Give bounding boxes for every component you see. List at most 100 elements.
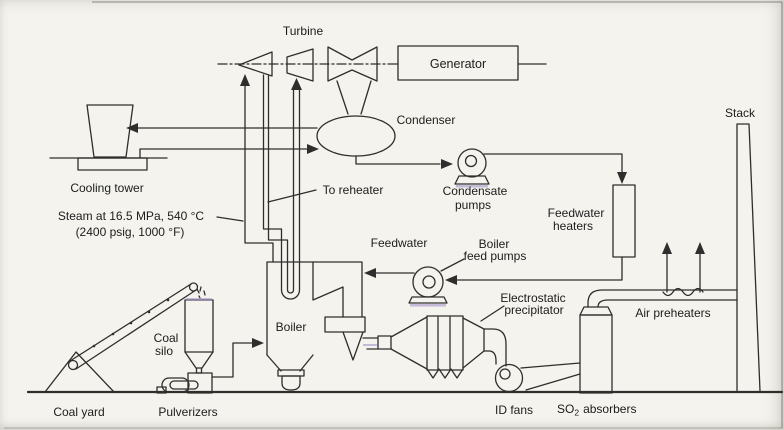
condenser-neck-right [360, 80, 372, 115]
generator [397, 45, 519, 81]
reheater-pointer-line [267, 189, 317, 203]
boiler-feed-pumps-label-2: feed pumps [464, 249, 527, 263]
bfp-eye [422, 275, 436, 289]
stack-label: Stack [725, 106, 756, 120]
scan-artifact-silo [186, 298, 212, 301]
feedwater-heaters-label-1: Feedwater [548, 206, 605, 220]
condenser-shell [316, 115, 396, 157]
cooling-tower-label: Cooling tower [70, 181, 143, 195]
heater-to-bfp-line [456, 256, 623, 281]
condensate-line [355, 155, 441, 165]
fan-hub [499, 368, 511, 380]
hp-turbine-shape [238, 51, 273, 77]
boiler-gas-outlet [362, 337, 379, 350]
steam-conditions-line2: (2400 psig, 1000 °F) [76, 225, 185, 239]
precipitator-outlet-cone [462, 317, 485, 369]
condenser-label: Condenser [397, 113, 456, 127]
boiler-ash-funnel [342, 331, 364, 361]
electrostatic-label-2: precipitator [504, 303, 563, 317]
coal-silo-funnel [184, 351, 214, 369]
steam-pipes [240, 74, 302, 300]
scan-border [4, 1, 783, 429]
feedwater-heater-vessel [612, 184, 636, 258]
stack [736, 123, 761, 392]
steam-pointer-line [216, 216, 244, 222]
boiler-label: Boiler [276, 320, 307, 334]
furnace-hopper [266, 354, 314, 372]
condensate-pump-eye [464, 154, 478, 168]
pulverizers-label: Pulverizers [158, 405, 217, 419]
boiler-outline [266, 261, 363, 356]
lp-turbine-shape [327, 46, 378, 82]
air-preheaters-label: Air preheaters [635, 306, 710, 320]
condenser-neck-left [336, 80, 349, 115]
turbine-assembly [238, 46, 378, 82]
to-reheater-label: To reheater [323, 183, 384, 197]
electrostatic-label-1: Electrostatic [500, 291, 565, 305]
air-intake-pipes [666, 246, 701, 293]
hot-reheat-arrow [291, 78, 302, 90]
generator-label: Generator [430, 57, 486, 71]
condensate-pump-base [454, 175, 490, 185]
cooling-tower [49, 104, 319, 171]
labels: Turbine Generator Condenser Cooling towe… [53, 24, 756, 419]
cooling-tower-shell [86, 104, 134, 158]
coal-feed-arrow [252, 338, 264, 348]
precipitator [390, 315, 485, 379]
scan-artifact-pump1 [456, 185, 488, 188]
condensate-pump [355, 148, 627, 188]
coal-handling [44, 282, 264, 394]
fan-to-absorber-duct [520, 362, 581, 391]
scan-artifact-outlet [363, 344, 377, 346]
precipitator-plates [437, 316, 451, 370]
precipitator-hoppers [426, 368, 464, 379]
condensate-pump-body [457, 148, 487, 178]
reheat-pipe-inner [267, 74, 295, 294]
flue-duct-outer [587, 289, 738, 308]
main-steam-pipe [244, 83, 274, 263]
absorber-cap [579, 306, 613, 316]
coal-silo-label-1: Coal [154, 331, 179, 345]
precipitator-pointer-line [480, 305, 505, 322]
turbine-label: Turbine [283, 24, 324, 38]
economizer-inlet-arrow [364, 268, 376, 278]
stack-shape [736, 123, 761, 392]
boiler [266, 261, 392, 391]
heater-inlet-arrow [617, 172, 627, 184]
coal-pile [44, 351, 115, 393]
ash-cup [281, 375, 301, 391]
precipitator-inlet-box [377, 335, 392, 350]
id-fans-label: ID fans [495, 403, 533, 417]
pulverizer-mill [161, 377, 190, 393]
absorber-vessel [579, 314, 613, 394]
air-intake-squiggle [662, 287, 704, 297]
id-fan [483, 328, 581, 393]
scan-artifact-pump2 [410, 304, 446, 307]
steam-conditions-line1: Steam at 16.5 MPa, 540 °C [58, 209, 205, 223]
boiler-feed-pumps-label-1: Boiler [479, 237, 510, 251]
so2-absorber [579, 289, 738, 394]
pulverizer-box [187, 372, 213, 394]
reheat-pipe-outer [262, 74, 301, 300]
precipitator-inlet-cone [390, 316, 428, 370]
coal-yard-label: Coal yard [53, 405, 104, 419]
coal-falling-sprinkle [196, 286, 206, 299]
fan-scroll [494, 363, 524, 393]
condensate-pumps-label-2: pumps [455, 198, 491, 212]
precipitator-body [426, 315, 464, 371]
boiler-feed-pump [364, 266, 448, 307]
cooling-tower-basin [77, 157, 148, 171]
coal-silo-shell [184, 299, 214, 353]
coal-silo-label-2: silo [155, 344, 173, 358]
feedwater-label: Feedwater [371, 236, 428, 250]
feedwater-heaters [445, 184, 636, 285]
conveyor-head-pulley [188, 282, 199, 292]
boiler-furnace-wall [312, 261, 344, 318]
condensate-arrow [441, 159, 453, 169]
feedwater-heaters-label-2: heaters [553, 219, 593, 233]
bfp-pointer-line [440, 258, 465, 272]
air-preheaters [662, 242, 738, 393]
